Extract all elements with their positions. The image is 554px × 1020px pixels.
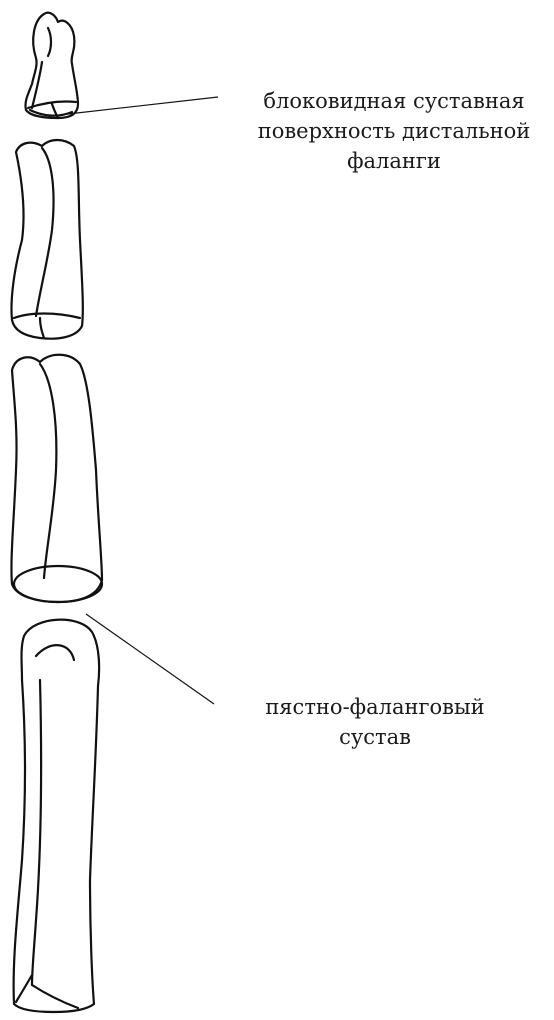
proximal-phalanx	[11, 355, 102, 602]
leader-line-distal-surface	[68, 97, 218, 114]
middle-phalanx	[11, 140, 82, 339]
distal-phalanx	[25, 13, 78, 118]
label-distal-phalanx-articular-surface: блоковидная суставная поверхность дистал…	[234, 86, 554, 176]
metacarpal-bone	[14, 620, 100, 1012]
label-line: сустав	[230, 722, 520, 752]
label-line: блоковидная суставная	[234, 86, 554, 116]
label-line: поверхность дистальной	[234, 116, 554, 146]
label-line: пястно-фаланговый	[230, 692, 520, 722]
leader-line-mcp-joint	[86, 614, 214, 704]
label-line: фаланги	[234, 146, 554, 176]
label-metacarpophalangeal-joint: пястно-фаланговый сустав	[230, 692, 520, 752]
